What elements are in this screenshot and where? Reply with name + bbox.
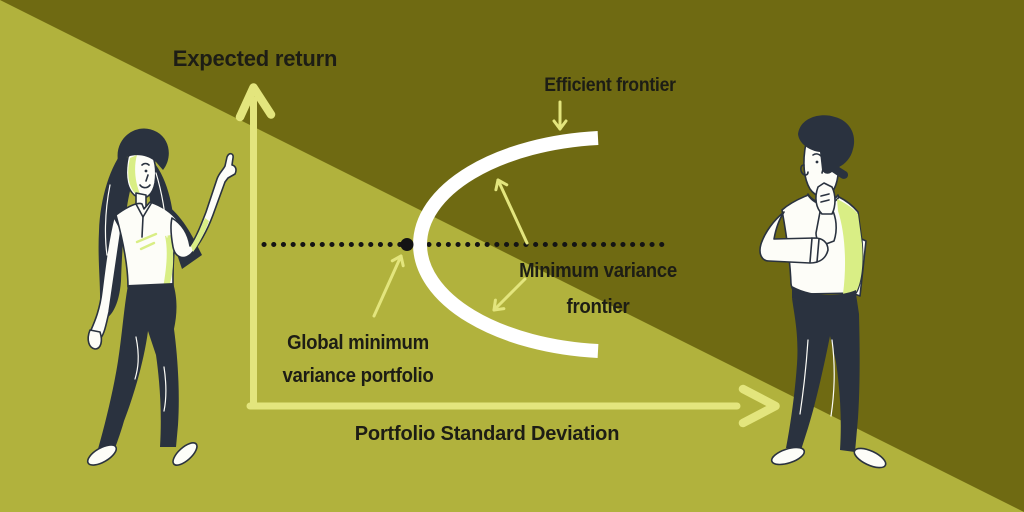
woman-pants [98,283,179,451]
y-axis-arrowhead-icon [235,83,276,122]
woman-illustration [86,128,237,466]
woman-left-shoe [86,444,118,466]
x-axis-arrowhead-icon [738,384,780,428]
woman-face-features [139,162,151,189]
global-minimum-variance-point [400,238,414,251]
woman-blouse-details [135,201,158,251]
man-left-shoe [770,446,806,466]
woman-pants-seams [134,336,167,412]
man-pants [786,294,860,452]
frontier-span-lower-arrow-icon [492,277,527,312]
woman-arm-shade [191,218,209,252]
minimum-variance-frontier-line2: frontier [566,296,630,318]
woman-face-shade [128,155,141,196]
global-minimum-variance-line2: variance portfolio [282,365,434,387]
man-chin-hand [815,182,836,215]
man-illustration [759,115,887,469]
man-hair [798,115,855,179]
frontier-span-upper-arrow-icon [494,178,529,245]
woman-pointing-arm [170,152,237,259]
efficient-frontier-label: Efficient frontier [544,75,676,96]
man-right-shoe [853,447,887,469]
man-cuff-lines [809,237,820,263]
global-minimum-variance-line1: Global minimum [287,332,429,354]
x-axis-label: Portfolio Standard Deviation [354,423,620,445]
woman-blouse-shade [163,235,174,288]
global-minimum-arrow-icon [372,254,405,318]
minimum-variance-frontier-curve [413,131,599,358]
man-pants-seams [799,339,835,417]
minimum-variance-frontier-line1: Minimum variance [519,260,677,282]
minimum-variance-frontier-label: Minimum variance frontier [519,253,677,325]
woman-hair-strands [104,172,168,256]
man-hand-lines [820,193,830,203]
man-belt [792,286,856,306]
man-shirt-shade [837,199,863,294]
woman-right-shoe [172,442,198,466]
woman-hair-top [117,128,169,170]
woman-left-hand [87,329,103,350]
global-minimum-variance-label: Global minimum variance portfolio [282,327,433,393]
y-axis-label: Expected return [172,46,338,71]
